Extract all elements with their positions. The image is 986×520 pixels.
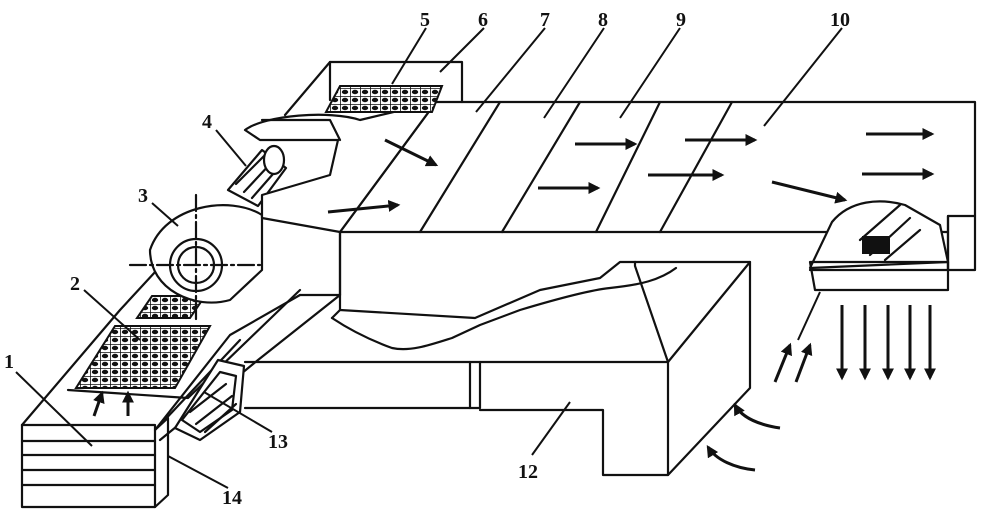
part-2-grid [74,295,212,389]
label-14: 14 [222,487,242,509]
part-4-motor [226,144,288,208]
hood [243,60,464,234]
part-1-box [20,416,170,509]
label-6: 6 [478,9,488,31]
label-2: 2 [70,273,80,295]
label-10: 10 [830,9,850,31]
label-13: 13 [268,431,288,453]
part-labels: 1 2 3 4 5 6 7 8 9 10 12 13 14 [4,9,850,509]
label-12: 12 [518,461,538,483]
flow-arrows [92,128,936,472]
label-7: 7 [540,9,550,31]
lower-housing [298,230,950,351]
label-3: 3 [138,185,148,207]
label-1: 1 [4,351,14,373]
part-10-outlet [808,200,950,292]
label-8: 8 [598,9,608,31]
lower-duct [243,260,752,477]
part-13-assembly [173,358,246,442]
label-4: 4 [202,111,212,133]
part-3-drum [128,193,264,322]
leader-lines [15,27,843,489]
label-9: 9 [676,9,686,31]
label-5: 5 [420,9,430,31]
